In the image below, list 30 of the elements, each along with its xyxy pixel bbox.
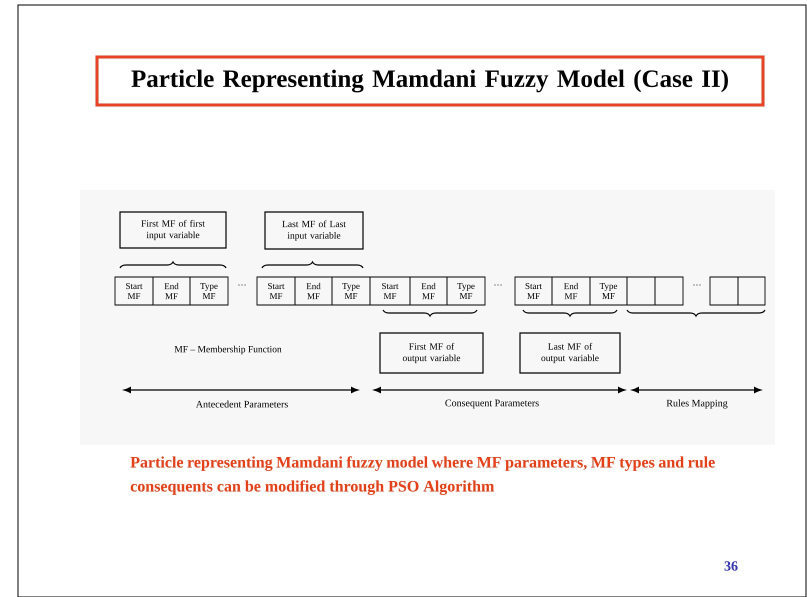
ellipsis: … (693, 284, 701, 286)
field-cell: End MF (294, 276, 332, 306)
callout-box: First MF of output variable (379, 332, 484, 374)
field-cell: End MF (152, 276, 190, 306)
ellipsis: … (494, 284, 502, 286)
title-box: Particle Representing Mamdani Fuzzy Model (Case II) (96, 56, 764, 106)
empty-cell (626, 276, 656, 306)
field-cell: Start MF (370, 276, 410, 306)
field-cell: Start MF (514, 276, 552, 306)
field-cell: Type MF (590, 276, 628, 306)
field-cell: End MF (410, 276, 448, 306)
field-cell: Type MF (190, 276, 228, 306)
field-cell: Start MF (114, 276, 154, 306)
field-cell: Type MF (332, 276, 370, 306)
callout-box: Last MF of Last input variable (264, 211, 364, 250)
empty-cell (654, 276, 684, 306)
field-cell: Type MF (446, 276, 486, 306)
callout-box: Last MF of output variable (519, 332, 621, 374)
span-label: Rules Mapping (666, 399, 728, 409)
span-label: Antecedent Parameters (196, 400, 288, 408)
field-cell: Start MF (256, 276, 296, 306)
empty-cell (710, 276, 738, 306)
caption: Particle representing Mamdani fuzzy model where MF parameters, MF types and rule consequents can be modified through PSO Algorithm (130, 456, 715, 495)
note-text: MF – Membership Function (174, 346, 282, 354)
span-label: Consequent Parameters (445, 400, 539, 408)
field-cell: End MF (552, 276, 590, 306)
page-number: 36 (724, 561, 738, 571)
empty-cell (738, 276, 766, 306)
ellipsis: … (238, 284, 246, 286)
callout-box: First MF of first input variable (119, 211, 227, 249)
